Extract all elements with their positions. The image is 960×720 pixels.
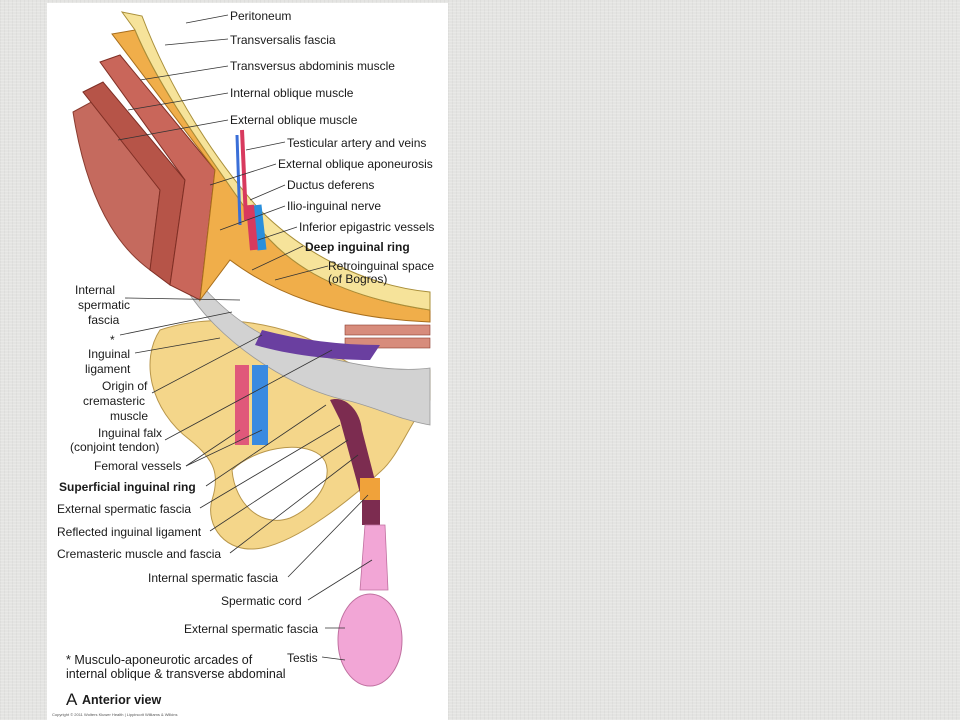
label-spermatic-cord: Spermatic cord xyxy=(221,594,302,608)
label-internal: Internal xyxy=(75,283,116,297)
label-fascia: fascia xyxy=(88,313,120,327)
label-external-oblique-aponeurosis: External oblique aponeurosis xyxy=(278,157,433,171)
label-external-spermatic-fascia-upper: External spermatic fascia xyxy=(57,502,192,516)
cord-pink xyxy=(359,524,389,591)
footnote-line1: * Musculo-aponeurotic arcades of xyxy=(66,653,253,667)
testicular-vessels xyxy=(240,129,248,221)
cord-fascia-band xyxy=(362,500,380,525)
copyright-text: Copyright © 2011 Wolters Kluwer Health |… xyxy=(52,712,178,717)
label-transversalis-fascia: Transversalis fascia xyxy=(230,33,336,47)
label-inferior-epigastric: Inferior epigastric vessels xyxy=(299,220,435,234)
muscle-band xyxy=(344,324,431,336)
figure-panel: Peritoneum Transversalis fascia Transver… xyxy=(47,3,448,720)
label-internal-spermatic-fascia: Internal spermatic fascia xyxy=(148,571,279,585)
label-external-spermatic-fascia-lower: External spermatic fascia xyxy=(184,622,319,636)
label-ligament: ligament xyxy=(85,362,131,376)
view-caption: Anterior view xyxy=(82,693,162,707)
label-testis: Testis xyxy=(287,651,318,665)
epigastric-vessels xyxy=(252,204,267,251)
label-cremasteric-muscle-fascia: Cremasteric muscle and fascia xyxy=(57,547,222,561)
label-superficial-inguinal-ring: Superficial inguinal ring xyxy=(59,480,196,494)
peritoneum xyxy=(120,11,431,311)
femoral-vein xyxy=(252,365,268,445)
inguinal-canal-illustration xyxy=(72,11,431,687)
label-cremasteric: cremasteric xyxy=(83,394,146,408)
epigastric-vessels xyxy=(246,204,258,251)
label-ductus-deferens: Ductus deferens xyxy=(287,178,375,192)
label-femoral-vessels: Femoral vessels xyxy=(94,459,182,473)
label-reflected-inguinal-ligament: Reflected inguinal ligament xyxy=(57,525,202,539)
label-spermatic: spermatic xyxy=(78,298,131,312)
label-inguinal: Inguinal xyxy=(88,347,131,361)
figure-letter: A xyxy=(66,690,78,709)
obturator-foramen xyxy=(231,446,328,521)
label-conjoint-tendon: (conjoint tendon) xyxy=(70,440,160,454)
label-of-bogros: (of Bogros) xyxy=(328,272,388,286)
leader-lines xyxy=(117,14,373,661)
femoral-artery xyxy=(235,365,249,445)
label-inguinal-falx: Inguinal falx xyxy=(98,426,163,440)
label-retroinguinal-space: Retroinguinal space xyxy=(328,259,435,273)
label-ilio-inguinal-nerve: Ilio-inguinal nerve xyxy=(287,199,382,213)
inguinal-falx xyxy=(255,330,380,360)
label-peritoneum: Peritoneum xyxy=(230,9,292,23)
label-external-oblique: External oblique muscle xyxy=(230,113,358,127)
cord-fascia-band xyxy=(360,478,380,500)
label-internal-oblique: Internal oblique muscle xyxy=(230,86,354,100)
label-transversus-abdominis: Transversus abdominis muscle xyxy=(230,59,395,73)
label-testicular-artery: Testicular artery and veins xyxy=(287,136,427,150)
testis xyxy=(337,593,403,687)
label-deep-inguinal-ring: Deep inguinal ring xyxy=(305,240,410,254)
label-muscle: muscle xyxy=(110,409,149,423)
testicular-vessels xyxy=(235,134,242,226)
footnote-line2: internal oblique & transverse abdominal xyxy=(66,667,286,681)
label-asterisk: * xyxy=(110,333,115,347)
label-origin-of: Origin of xyxy=(102,379,148,393)
muscle-band xyxy=(344,337,431,349)
fascia-sheet xyxy=(149,204,431,426)
